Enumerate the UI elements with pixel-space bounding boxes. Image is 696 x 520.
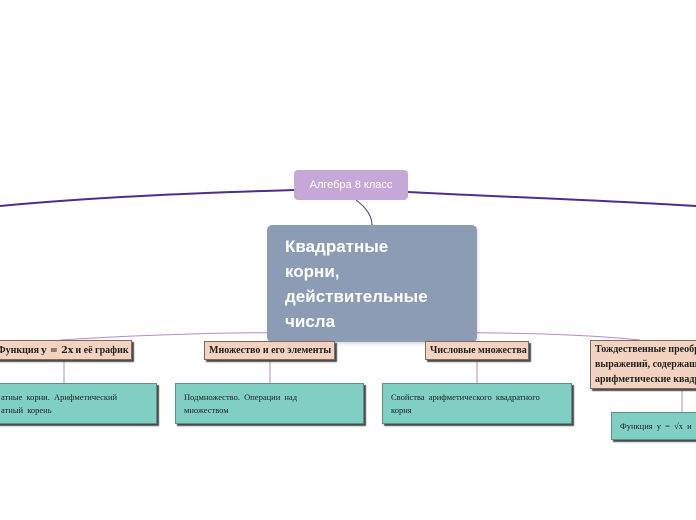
topic-4-line-1: Тождественные преобр	[595, 344, 696, 355]
center-line-3: действительные	[285, 287, 428, 306]
topic-4-line-2: выражений, содержащ	[595, 359, 696, 370]
sub-subsets[interactable]: Подмножество. Операции над множеством	[175, 383, 364, 424]
topic-2-label: Множество и его элементы	[209, 345, 332, 356]
connector-topic-1	[59, 332, 301, 341]
sub-root-properties[interactable]: Свойства арифметического квадратного кор…	[382, 383, 572, 424]
sub-4-line-1: Функция y = √x и	[620, 421, 692, 431]
root-label: Алгебра 8 класс	[309, 179, 393, 191]
topic-identity-transformations[interactable]: Тождественные преобр выражений, содержащ…	[590, 340, 696, 389]
sub-1-line-1: атные корни. Арифметический	[1, 392, 118, 402]
connector-root-left	[0, 189, 295, 207]
topic-set-elements[interactable]: Множество и его элементы	[204, 341, 335, 360]
sub-3-line-1: Свойства арифметического квадратного	[391, 392, 540, 402]
topic-1-pre: Функция	[0, 344, 40, 356]
root-node[interactable]: Алгебра 8 класс	[294, 170, 408, 200]
topic-4-line-3: арифметические квадр	[595, 374, 696, 385]
sub-2-line-1: Подмножество. Операции над	[184, 392, 298, 402]
topic-1-post: и её график	[75, 344, 129, 356]
center-line-1: Квадратные	[285, 237, 389, 256]
sub-2-line-2: множеством	[184, 405, 229, 415]
center-node[interactable]: Квадратные корни, действительные числа	[267, 225, 477, 342]
connector-root-right	[407, 191, 696, 207]
center-line-4: числа	[285, 312, 336, 331]
sub-square-roots[interactable]: атные корни. Арифметический атный корень	[0, 383, 157, 424]
sub-1-line-2: атный корень	[1, 405, 52, 415]
topic-3-label: Числовые множества	[430, 345, 527, 356]
center-line-2: корни,	[285, 262, 340, 281]
topic-number-sets[interactable]: Числовые множества	[425, 341, 529, 360]
sub-3-line-2: корня	[391, 405, 412, 415]
sub-sqrt-function[interactable]: Функция y = √x и	[611, 412, 696, 440]
topic-function-graph[interactable]: Функция y = 2x и её график	[0, 340, 132, 360]
topic-1-formula: y = 2x	[41, 344, 74, 356]
connector-root-center	[355, 199, 373, 226]
